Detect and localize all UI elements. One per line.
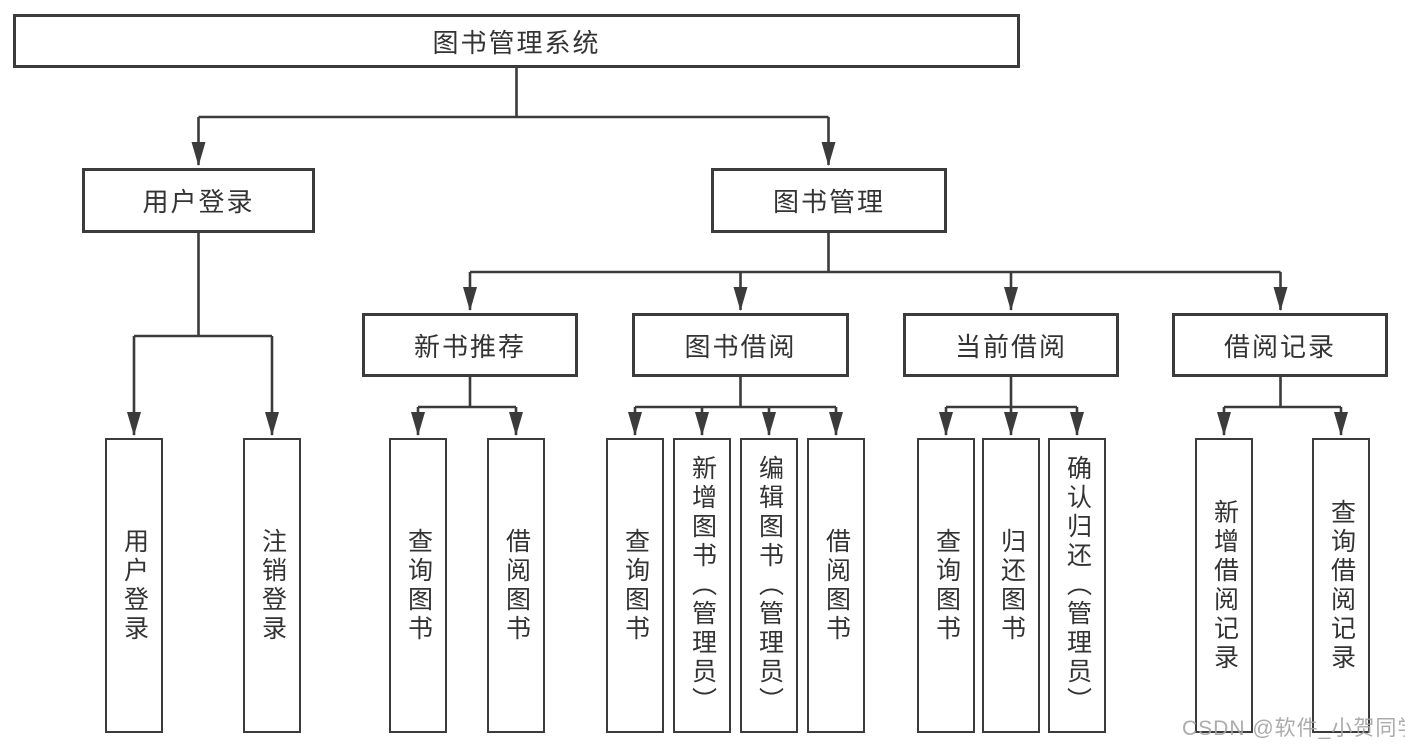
leaf-add-borrow-record: 新增借阅记录 <box>1195 438 1253 733</box>
leaf-query-books-2: 查询图书 <box>606 438 664 733</box>
leaf-logout: 注销登录 <box>243 438 301 733</box>
leaf-confirm-return-admin: 确认归还（管理员） <box>1048 438 1106 733</box>
leaf-query-books-3: 查询图书 <box>917 438 975 733</box>
csdn-watermark: CSDN @软件_小贺同学 <box>1182 717 1405 740</box>
leaf-borrow-books-1: 借阅图书 <box>487 438 545 733</box>
leaf-borrow-books-2: 借阅图书 <box>807 438 865 733</box>
node-borrow-records: 借阅记录 <box>1172 313 1388 377</box>
leaf-query-borrow-record: 查询借阅记录 <box>1312 438 1370 733</box>
leaf-query-books-1: 查询图书 <box>389 438 447 733</box>
leaf-return-book: 归还图书 <box>982 438 1040 733</box>
leaf-add-book-admin: 新增图书（管理员） <box>673 438 731 733</box>
node-book-borrow: 图书借阅 <box>632 313 849 377</box>
node-current-borrow: 当前借阅 <box>903 313 1119 377</box>
leaf-user-login: 用户登录 <box>105 438 163 733</box>
node-user-login: 用户登录 <box>82 168 315 233</box>
node-book-management: 图书管理 <box>711 168 947 233</box>
leaf-edit-book-admin: 编辑图书（管理员） <box>740 438 798 733</box>
node-root-library-system: 图书管理系统 <box>13 14 1020 68</box>
node-new-book-recommend: 新书推荐 <box>362 313 578 377</box>
